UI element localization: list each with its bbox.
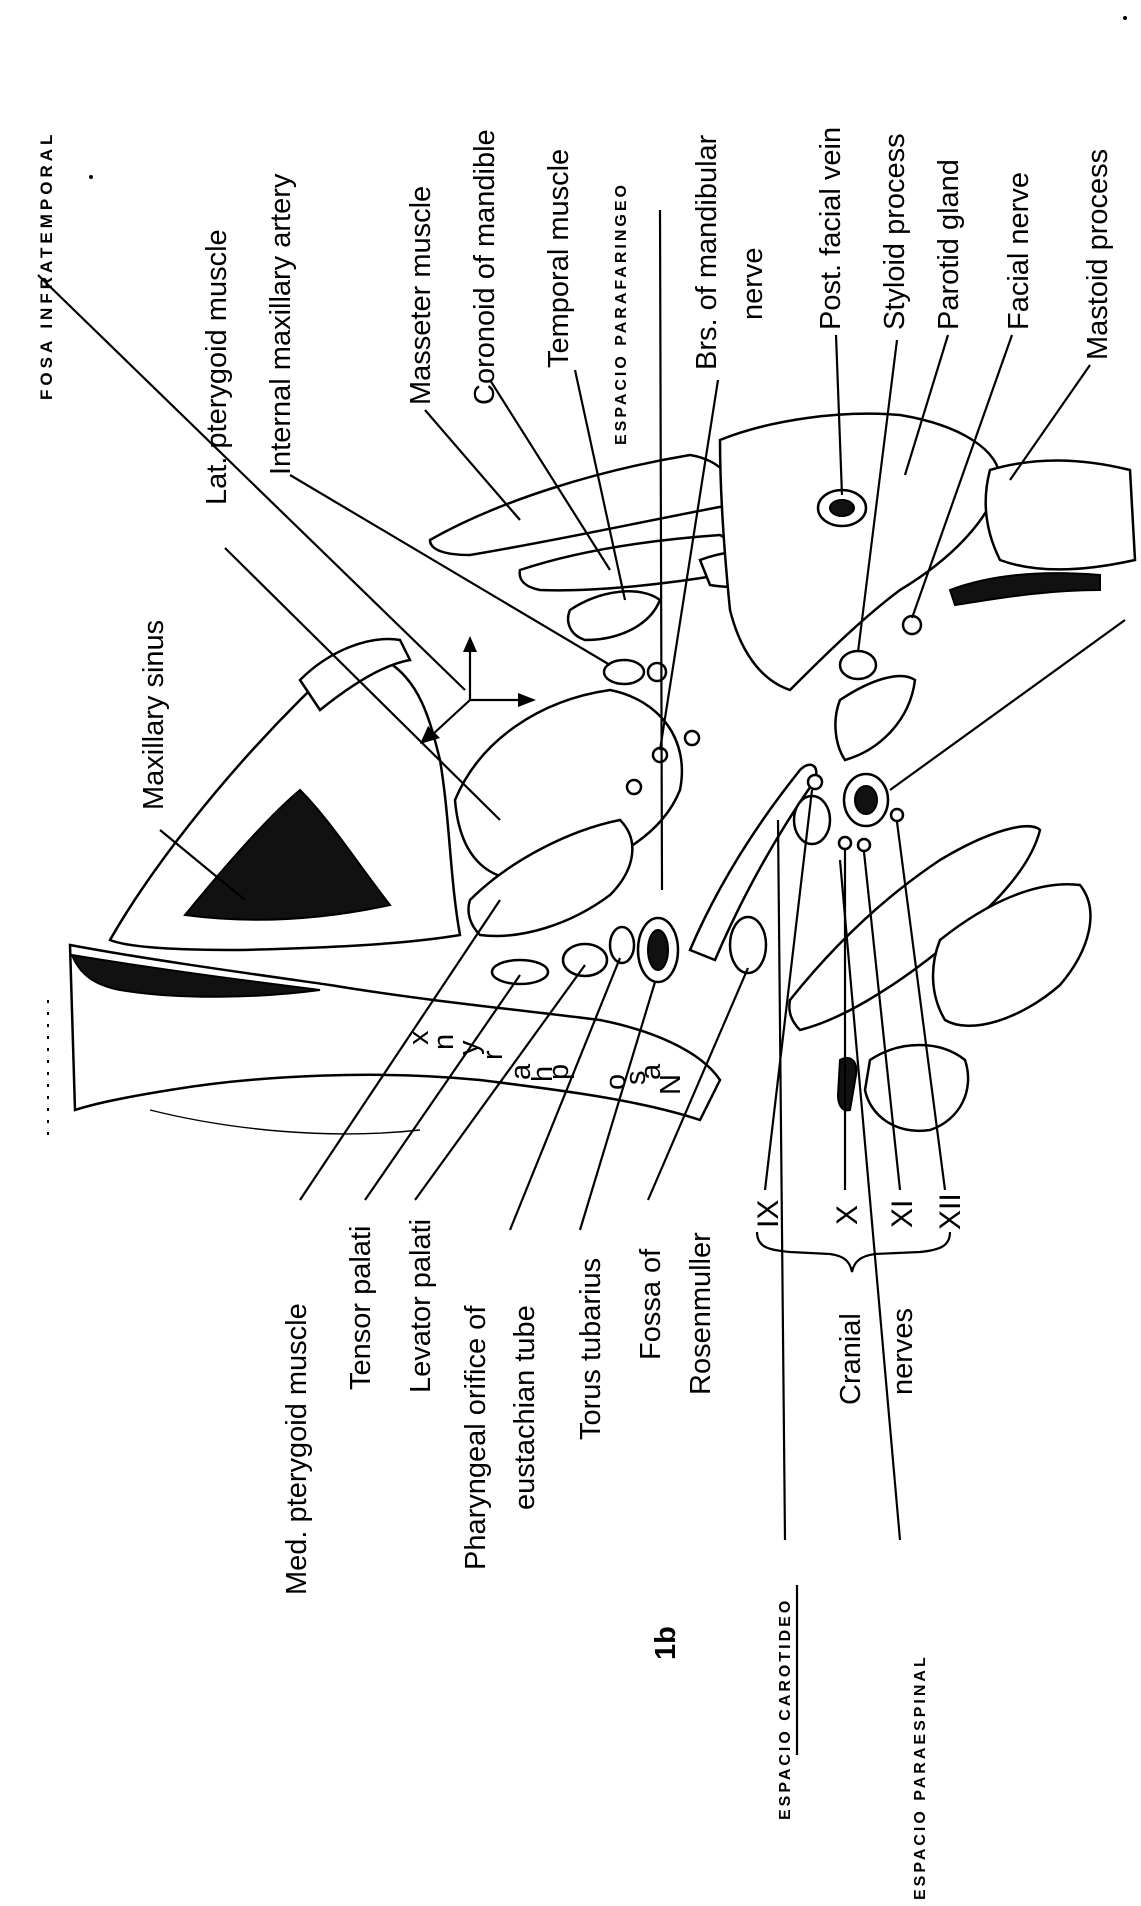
label-coronoid: Coronoid of mandible bbox=[469, 129, 501, 405]
label-cn-xii: XII bbox=[934, 1193, 967, 1230]
label-levator-palati: Levator palati bbox=[405, 1219, 437, 1393]
label-parotid: Parotid gland bbox=[933, 159, 965, 330]
eustachian-orifice-lumen bbox=[648, 930, 668, 970]
label-pharyngeal-orifice-1: Pharyngeal orifice of bbox=[460, 1305, 492, 1570]
nasopharynx-letter: x bbox=[403, 1030, 435, 1045]
label-brs-mandibular-1: Brs. of mandibular bbox=[691, 134, 723, 370]
label-styloid: Styloid process bbox=[879, 133, 911, 330]
label-mastoid: Mastoid process bbox=[1082, 149, 1114, 360]
label-cn-x: X bbox=[831, 1205, 864, 1225]
nasopharynx-letter: a bbox=[505, 1063, 537, 1080]
facial-nerve-shape bbox=[903, 616, 921, 634]
label-cn-xi: XI bbox=[886, 1200, 919, 1228]
cn-ix-dot bbox=[808, 775, 822, 789]
vertebra-lower-shape bbox=[865, 1045, 968, 1131]
label-masseter: Masseter muscle bbox=[405, 186, 437, 405]
label-espacio-carotideo: ESPACIO CAROTIDEO bbox=[777, 1598, 794, 1820]
label-espacio-paraespinal: ESPACIO PARAESPINAL bbox=[912, 1654, 929, 1900]
post-facial-vein-lumen bbox=[830, 500, 854, 516]
label-fossa-1: Fossa of bbox=[635, 1248, 667, 1360]
label-med-pterygoid: Med. pterygoid muscle bbox=[281, 1303, 313, 1595]
internal-carotid-shape bbox=[794, 796, 830, 844]
label-lat-pterygoid: Lat. pterygoid muscle bbox=[201, 229, 233, 505]
rosenmuller-shape bbox=[730, 917, 766, 973]
mastoid-shape bbox=[986, 461, 1135, 570]
tensor-palati-shape bbox=[492, 960, 548, 984]
stray-dot-1 bbox=[89, 175, 93, 179]
label-fossa-2: Rosenmuller bbox=[685, 1232, 717, 1395]
cn-xi-dot bbox=[858, 839, 870, 851]
mandibular-nerve-branch-3 bbox=[627, 780, 641, 794]
stray-dot-2 bbox=[1123, 16, 1127, 20]
styloid-shape bbox=[840, 651, 876, 679]
label-espacio-parafaringeo: ESPACIO PARAFARINGEO bbox=[613, 182, 630, 445]
label-internal-maxillary-artery: Internal maxillary artery bbox=[265, 173, 297, 475]
anatomy-drawing bbox=[48, 16, 1135, 1140]
internal-jugular-lumen bbox=[855, 786, 877, 814]
label-fosa-infratemporal: FOSA INFRATEMPORAL bbox=[37, 131, 56, 400]
label-figure-number: 1b bbox=[650, 1626, 682, 1660]
cn-x-dot bbox=[839, 837, 851, 849]
label-post-facial-vein: Post. facial vein bbox=[815, 127, 847, 330]
label-pharyngeal-orifice-2: eustachian tube bbox=[509, 1305, 541, 1510]
parotid-gland-shape bbox=[720, 414, 1000, 690]
mandibular-nerve-branch-1 bbox=[653, 748, 667, 762]
label-cranial: Cranial bbox=[835, 1313, 867, 1405]
pharynx-lower-line bbox=[150, 1110, 420, 1134]
vertebra-dark-mark bbox=[838, 1058, 856, 1110]
cn-xii-dot bbox=[891, 809, 903, 821]
label-nerves: nerves bbox=[887, 1308, 919, 1395]
int-max-artery-vessel-2 bbox=[648, 663, 666, 681]
label-brs-mandibular-2: nerve bbox=[737, 247, 769, 320]
torus-shape bbox=[610, 927, 634, 963]
temporal-shape bbox=[568, 591, 660, 640]
label-torus-tubarius: Torus tubarius bbox=[575, 1258, 607, 1440]
label-facial-nerve: Facial nerve bbox=[1003, 172, 1035, 330]
mandibular-nerve-branch-2 bbox=[685, 731, 699, 745]
label-maxillary-sinus: Maxillary sinus bbox=[138, 620, 170, 810]
mastoid-dark-line bbox=[950, 573, 1100, 605]
int-max-artery-vessel-1 bbox=[604, 660, 644, 684]
levator-palati-shape bbox=[563, 944, 607, 976]
label-cn-ix: IX bbox=[752, 1200, 785, 1228]
nasopharynx-letter: o bbox=[600, 1074, 632, 1090]
styloid-body bbox=[835, 676, 915, 760]
label-tensor-palati: Tensor palati bbox=[345, 1226, 377, 1390]
cranial-nerves-brace bbox=[757, 1232, 950, 1272]
label-temporal: Temporal muscle bbox=[543, 149, 575, 368]
